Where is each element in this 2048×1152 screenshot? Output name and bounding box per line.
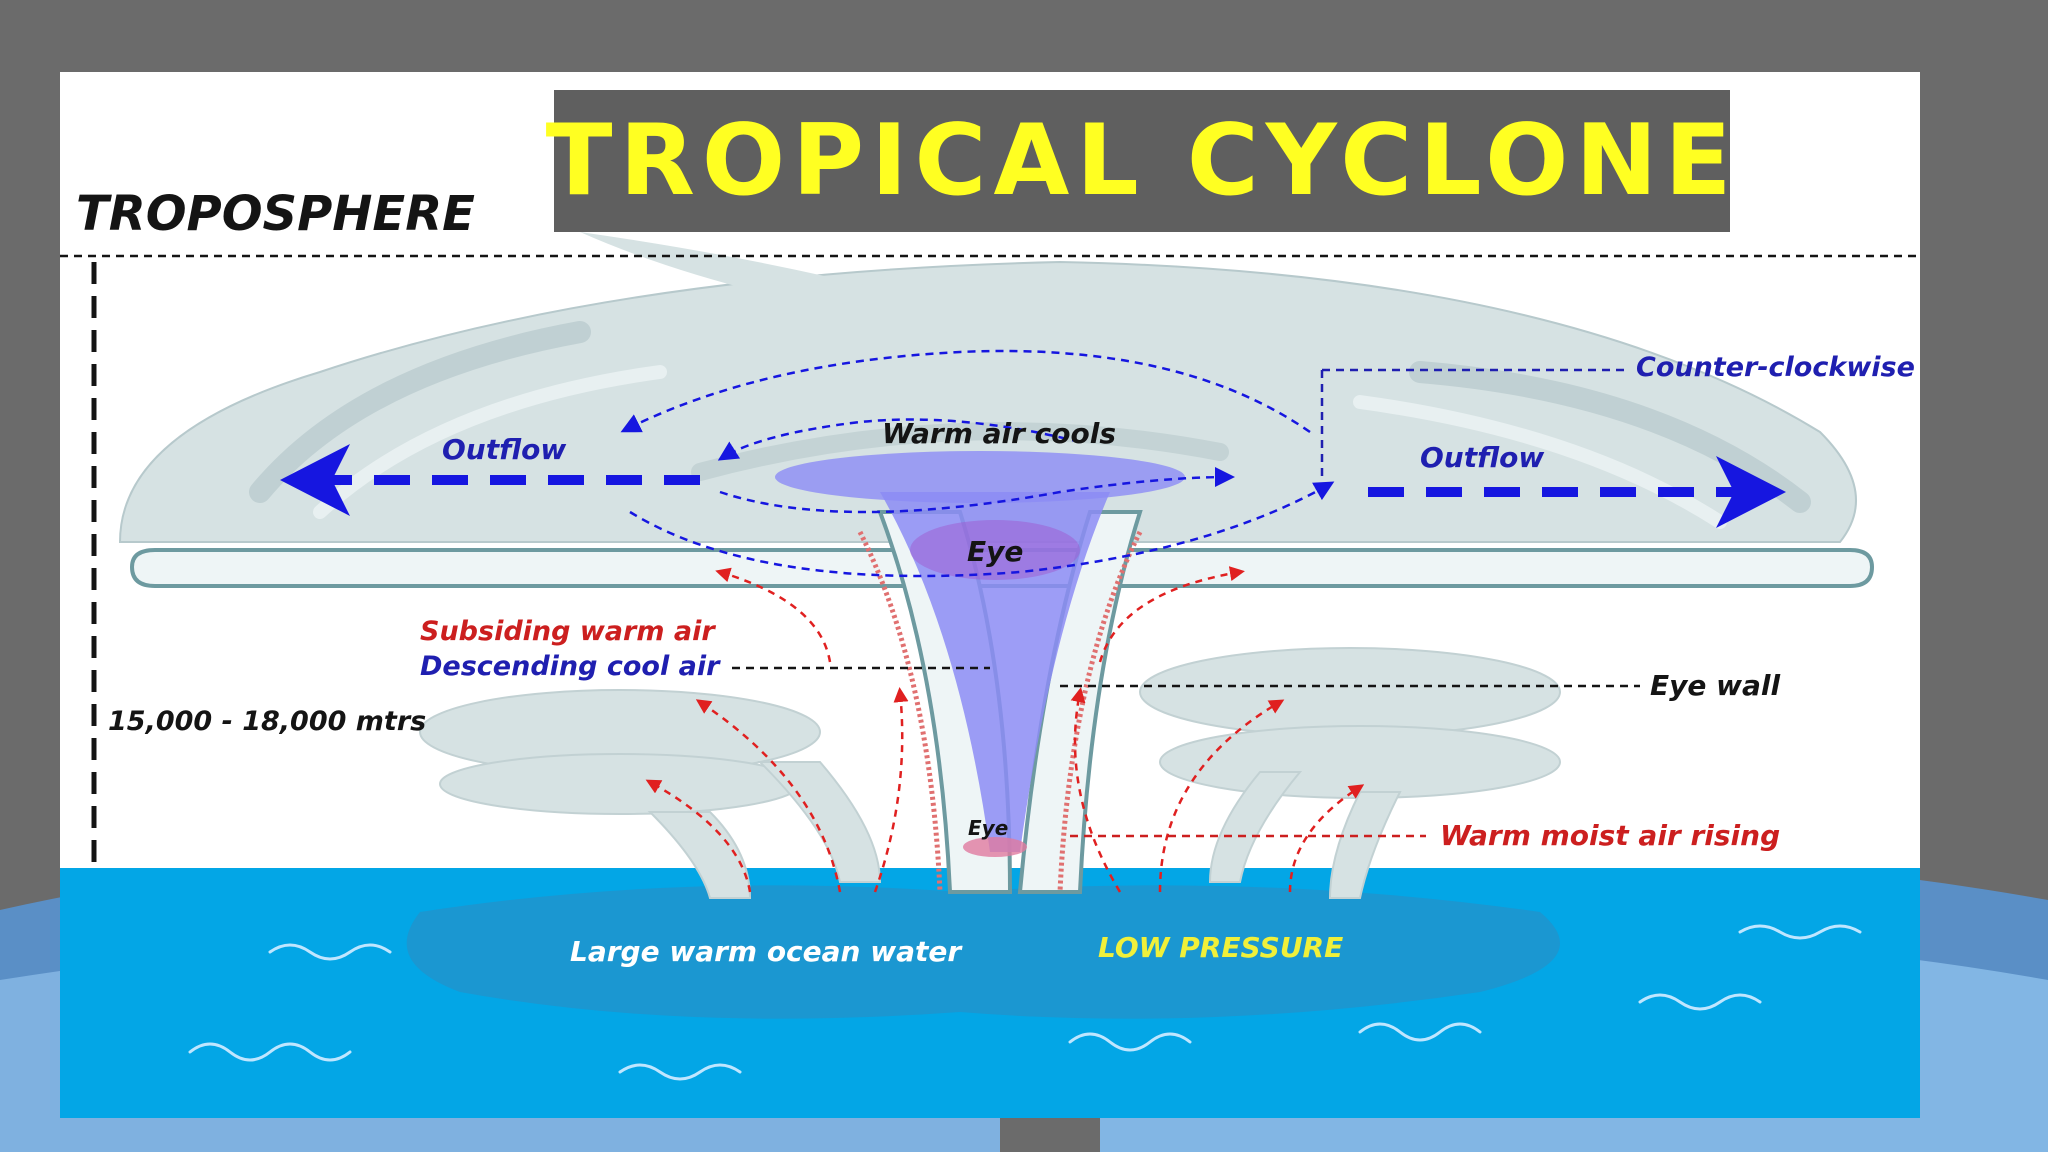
page-title: TROPICAL CYCLONE — [545, 104, 1739, 218]
eye-top-label: Eye — [967, 535, 1024, 568]
rain-bands — [419, 647, 1561, 899]
rising-air-arrows — [645, 566, 1365, 893]
eye-funnel — [775, 451, 1185, 893]
outflow-arrows — [280, 444, 1786, 528]
diagram-panel: TROPICAL CYCLONE TROPOSPHERE 15,000 - 18… — [60, 72, 1920, 1118]
eye-bottom-label: Eye — [968, 816, 1009, 840]
warm-air-cools-label: Warm air cools — [882, 417, 1116, 450]
cyclone-diagram — [60, 232, 1920, 1118]
outflow-right-label: Outflow — [1420, 441, 1545, 474]
title-bar: TROPICAL CYCLONE — [546, 90, 1731, 232]
troposphere-label: TROPOSPHERE — [76, 186, 475, 242]
counter-clockwise-label: Counter-clockwise — [1636, 352, 1915, 383]
subsiding-warm-air-label: Subsiding warm air — [420, 616, 715, 647]
large-warm-ocean-water-label: Large warm ocean water — [570, 935, 962, 968]
circulation-loops — [620, 349, 1335, 578]
low-pressure-label: LOW PRESSURE — [1098, 931, 1344, 964]
warm-moist-air-rising-label: Warm moist air rising — [1440, 819, 1781, 852]
eye-wall-label: Eye wall — [1650, 669, 1781, 702]
outflow-left-label: Outflow — [442, 433, 567, 466]
descending-cool-air-label: Descending cool air — [420, 651, 720, 682]
ocean-shadow — [406, 885, 1561, 1019]
height-label: 15,000 - 18,000 mtrs — [108, 706, 427, 737]
leader-lines — [60, 254, 1920, 872]
ocean-ripples — [188, 924, 1862, 1081]
